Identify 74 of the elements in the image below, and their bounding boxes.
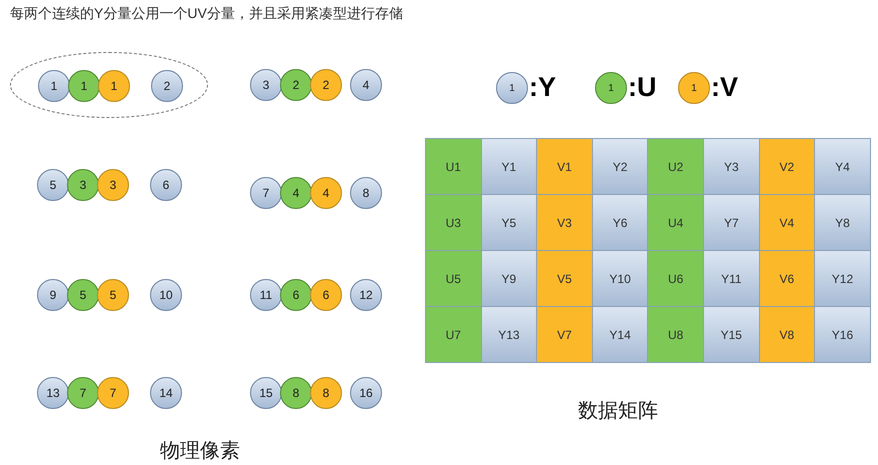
pixel-circle: 7 <box>250 177 282 209</box>
pixel-circle: 9 <box>37 279 69 311</box>
pixel-circle: 3 <box>67 169 99 201</box>
pixel-circle: 5 <box>67 279 99 311</box>
matrix-cell: U6 <box>647 250 704 307</box>
pixel-circle: 2 <box>310 69 342 101</box>
matrix-cell: Y7 <box>703 194 760 251</box>
pixel-circle: 16 <box>350 377 382 409</box>
pixel-circle: 6 <box>280 279 312 311</box>
matrix-cell: Y2 <box>592 138 648 195</box>
matrix-cell: Y14 <box>592 306 648 363</box>
pixel-circle: 1 <box>68 70 100 102</box>
pixel-circle: 13 <box>37 377 69 409</box>
matrix-cell: Y1 <box>480 138 538 195</box>
matrix-cell: U4 <box>647 194 704 251</box>
pixel-circle: 6 <box>310 279 342 311</box>
matrix-cell: V2 <box>758 138 816 195</box>
matrix-cell: Y5 <box>480 194 538 251</box>
pixel-circle: 6 <box>150 169 182 201</box>
matrix-cell: Y13 <box>480 306 538 363</box>
dashed-ellipse <box>10 52 208 118</box>
matrix-cell: V4 <box>758 194 816 251</box>
matrix-cell: Y8 <box>814 194 871 251</box>
matrix-cell: U8 <box>647 306 704 363</box>
legend-circle: 1 <box>595 72 627 104</box>
pixel-circle: 3 <box>250 69 282 101</box>
pixel-circle: 2 <box>151 70 183 102</box>
matrix-cell: U5 <box>425 250 482 307</box>
title-text: 每两个连续的Y分量公用一个UV分量，并且采用紧凑型进行存储 <box>10 5 403 23</box>
node-label: :U <box>628 71 656 103</box>
pixel-circle: 12 <box>350 279 382 311</box>
pixel-circle: 8 <box>350 177 382 209</box>
matrix-cell: V1 <box>536 138 593 195</box>
node-label: :V <box>711 71 738 103</box>
pixel-circle: 5 <box>37 169 69 201</box>
matrix-cell: Y11 <box>703 250 760 307</box>
matrix-cell: Y16 <box>814 306 871 363</box>
pixel-circle: 1 <box>98 70 130 102</box>
matrix-cell: U2 <box>647 138 704 195</box>
pixel-circle: 2 <box>280 69 312 101</box>
matrix-cell: Y4 <box>814 138 871 195</box>
pixel-circle: 5 <box>97 279 129 311</box>
pixel-circle: 1 <box>38 70 70 102</box>
legend-circle: 1 <box>496 72 528 104</box>
matrix-cell: Y9 <box>480 250 538 307</box>
matrix-cell: Y3 <box>703 138 760 195</box>
matrix-cell: Y12 <box>814 250 871 307</box>
pixel-circle: 14 <box>150 377 182 409</box>
matrix-cell: U3 <box>425 194 482 251</box>
matrix-cell: U1 <box>425 138 482 195</box>
matrix-cell: V7 <box>536 306 593 363</box>
caption-text: 数据矩阵 <box>577 399 659 424</box>
pixel-circle: 7 <box>97 377 129 409</box>
caption-text: 物理像素 <box>159 439 241 464</box>
pixel-circle: 3 <box>97 169 129 201</box>
pixel-circle: 7 <box>67 377 99 409</box>
matrix-cell: V6 <box>758 250 816 307</box>
pixel-circle: 11 <box>250 279 282 311</box>
pixel-circle: 15 <box>250 377 282 409</box>
matrix-cell: V3 <box>536 194 593 251</box>
matrix-cell: Y15 <box>703 306 760 363</box>
pixel-circle: 4 <box>310 177 342 209</box>
pixel-circle: 4 <box>280 177 312 209</box>
pixel-circle: 8 <box>280 377 312 409</box>
matrix-cell: V8 <box>758 306 816 363</box>
pixel-circle: 8 <box>310 377 342 409</box>
node-label: :Y <box>529 71 556 103</box>
matrix-cell: U7 <box>425 306 482 363</box>
pixel-circle: 10 <box>150 279 182 311</box>
pixel-circle: 4 <box>350 69 382 101</box>
matrix-cell: Y10 <box>592 250 648 307</box>
matrix-cell: Y6 <box>592 194 648 251</box>
legend-circle: 1 <box>678 72 710 104</box>
matrix-cell: V5 <box>536 250 593 307</box>
